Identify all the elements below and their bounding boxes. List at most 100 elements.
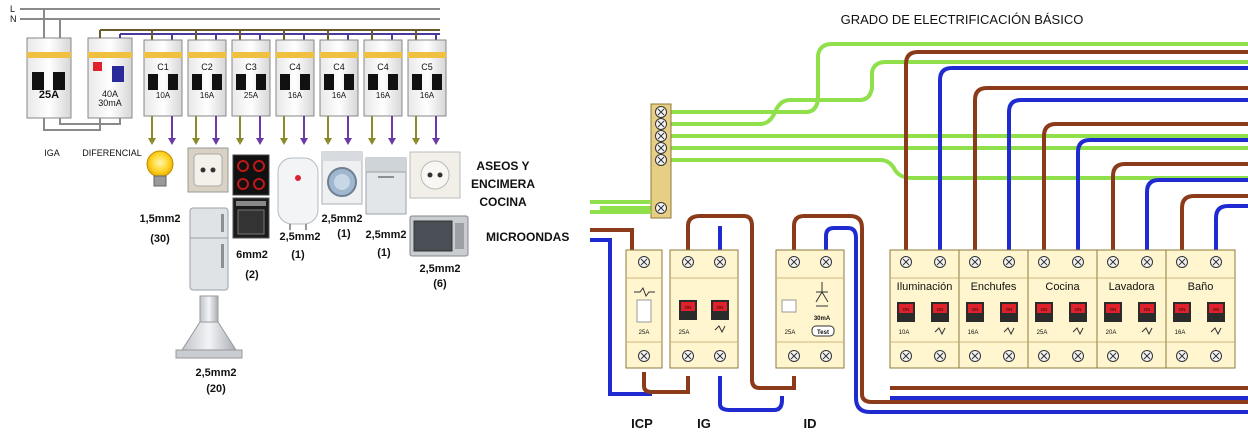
circuit-lever-right-2[interactable]: ON [1000,302,1018,322]
sockets-count: (20) [206,383,226,395]
dishwasher-icon [365,157,407,215]
ig-lever-left[interactable]: ON [679,300,697,320]
breaker-c5-rating: 16A [420,91,435,100]
differential-rating: 40A [102,89,118,99]
device-wire-4 [792,214,1248,404]
device-icp[interactable]: 25A [625,249,663,369]
neutral-label: N [10,14,17,24]
circuit-name-1: Iluminación [897,281,953,293]
breaker-c1[interactable]: C1 10A [143,30,183,117]
kitchen-section: 2,5mm2 [420,263,461,275]
terminal-screw-icon [1176,256,1188,268]
ig-lever-right[interactable]: ON [711,300,729,320]
lever-on-label: ON [972,307,979,312]
terminal-screw-icon [1107,256,1119,268]
phase-label: L [10,4,15,14]
circuit-name-3: Cocina [1045,281,1080,293]
id-sensitivity: 30mA [814,316,831,322]
differential-sensitivity: 30mA [98,98,122,108]
differential-breaker[interactable]: 40A 30mA [87,37,133,119]
icp-rating: 25A [639,330,650,336]
breaker-c1-rating: 10A [156,91,171,100]
circuit-rating-5: 16A [1175,330,1186,336]
terminal-screw-icon [1072,350,1084,362]
circuit-lever-right-1[interactable]: ON [931,302,949,322]
circuit-lever-left-3[interactable]: ON [1035,302,1053,322]
terminal-screw-icon [682,256,694,268]
neutral-wire-1 [938,66,1248,262]
terminal-screw-icon [788,350,800,362]
iga-breaker[interactable]: 25A [26,37,72,119]
breaker-c3-rating: 25A [244,91,259,100]
lighting-section: 1,5mm2 [140,213,181,225]
earth-wire-1 [671,60,1248,126]
water-heater-icon [277,157,319,230]
icp-symbol-icon [634,286,655,298]
neutral-wire-5 [1214,204,1248,262]
lever-on-label: ON [1213,307,1220,312]
terminal-screw-icon [714,350,726,362]
device-wire-0 [642,372,690,394]
breaker-c4c-rating: 16A [376,91,391,100]
terminal-screw-icon [682,350,694,362]
circuit-lever-left-5[interactable]: ON [1173,302,1191,322]
light-bulb-icon [146,150,174,187]
terminal-screw-icon [1003,256,1015,268]
device-wire-5 [824,226,1248,414]
ceramic-hob-icon [232,154,270,196]
breaker-c4-c[interactable]: C4 16A [363,30,403,117]
breaker-c2[interactable]: C2 16A [187,30,227,117]
circuit-rating-1: 10A [899,330,910,336]
microwave-icon [409,215,469,257]
iga-rating: 25A [39,89,59,101]
output-arrows [148,116,440,145]
earth-screw-icon [655,154,667,166]
id-symbol-icon [815,282,829,307]
circuit-lever-right-4[interactable]: ON [1138,302,1156,322]
trip-symbol-icon [1003,327,1015,336]
lever-on-label: ON [717,305,724,310]
dishwasher-section: 2,5mm2 [366,229,407,241]
breaker-c5[interactable]: C5 16A [407,30,447,117]
breaker-c4c-circuit: C4 [377,62,389,72]
circuit-rating-3: 25A [1037,330,1048,336]
trip-symbol-icon [1141,327,1153,336]
cooking-section: 6mm2 [236,249,268,261]
socket-icon-kitchen [409,151,461,199]
oven-icon [232,197,270,239]
dishwasher-count: (1) [377,247,391,259]
refrigerator-icon [189,207,229,291]
device-wire-1 [686,214,796,390]
lever-on-label: ON [1041,307,1048,312]
earth-screw-icon [655,118,667,130]
circuit-lever-left-4[interactable]: ON [1104,302,1122,322]
diagram-title: GRADO DE ELECTRIFICACIÓN BÁSICO [841,12,1084,27]
circuit-rating-2: 16A [968,330,979,336]
terminal-screw-icon [969,256,981,268]
id-test-button[interactable] [811,325,835,337]
terminal-screw-icon [820,256,832,268]
trip-symbol-icon [1072,327,1084,336]
kitchen-count: (6) [433,278,447,290]
terminal-screw-icon [1210,256,1222,268]
circuit-lever-left-2[interactable]: ON [966,302,984,322]
earth-screw-icon [655,142,667,154]
terminal-screw-icon [934,350,946,362]
lever-on-label: ON [685,305,692,310]
breaker-c4-a[interactable]: C4 16A [275,30,315,117]
breaker-c2-rating: 16A [200,91,215,100]
circuit-lever-right-3[interactable]: ON [1069,302,1087,322]
breaker-c3[interactable]: C3 25A [231,30,271,117]
breaker-c4-b[interactable]: C4 16A [319,30,359,117]
circuit-lever-left-1[interactable]: ON [897,302,915,322]
circuit-lever-right-5[interactable]: ON [1207,302,1225,322]
terminal-screw-icon [934,256,946,268]
terminal-screw-icon [1072,256,1084,268]
